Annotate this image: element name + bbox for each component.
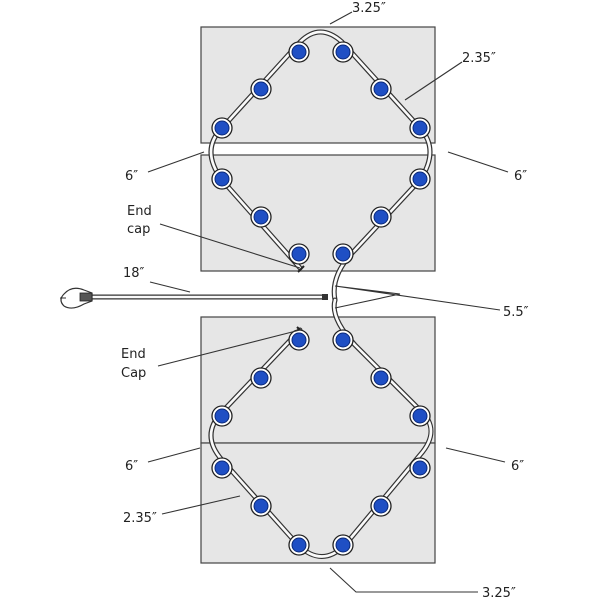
leader-bottom-end-cap — [157, 329, 301, 367]
led-light — [288, 534, 310, 556]
label-bottom-235: 2.35″ — [123, 511, 157, 526]
wire-junction — [322, 294, 328, 300]
led-light — [332, 534, 354, 556]
led-light — [288, 243, 310, 265]
led-light — [250, 367, 272, 389]
label-top-235: 2.35″ — [462, 51, 496, 66]
led-light — [250, 206, 272, 228]
led-light — [211, 168, 233, 190]
top-upper-panel — [200, 26, 436, 144]
led-light — [250, 495, 272, 517]
led-light — [370, 495, 392, 517]
dimension-leaders — [147, 11, 509, 593]
led-light — [211, 457, 233, 479]
bottom-upper-panel — [200, 316, 436, 444]
led-light — [288, 329, 310, 351]
led-light — [409, 457, 431, 479]
label-bottom-right-6: 6″ — [511, 459, 524, 474]
led-light — [409, 405, 431, 427]
label-lead-18: 18″ — [123, 266, 145, 281]
label-bottom-end-cap-line1: End — [121, 347, 146, 362]
leader-top-325 — [329, 11, 353, 25]
led-light — [332, 329, 354, 351]
leader-top-right-6 — [447, 151, 509, 173]
led-light — [211, 117, 233, 139]
leader-bottom-325 — [329, 567, 478, 593]
label-top-end-cap-line2: cap — [127, 222, 150, 237]
led-light — [288, 41, 310, 63]
leader-55 — [334, 285, 501, 311]
led-light — [211, 405, 233, 427]
label-top-left-6: 6″ — [125, 169, 138, 184]
led-light — [332, 41, 354, 63]
led-light — [370, 367, 392, 389]
label-top-right-6: 6″ — [514, 169, 527, 184]
label-spacing-55: 5.5″ — [503, 305, 529, 320]
top-lower-panel — [200, 154, 436, 272]
leader-top-left-6 — [147, 151, 205, 173]
bottom-lights — [211, 329, 431, 556]
leader-bottom-left-6 — [147, 447, 201, 463]
led-light — [332, 243, 354, 265]
top-lights — [211, 41, 431, 265]
label-bottom-325: 3.25″ — [482, 586, 516, 600]
label-bottom-left-6: 6″ — [125, 459, 138, 474]
led-light — [250, 78, 272, 100]
leader-bottom-right-6 — [445, 447, 506, 463]
label-top-end-cap-line1: End — [127, 204, 152, 219]
label-top-325: 3.25″ — [352, 1, 386, 16]
leader-18 — [149, 281, 191, 293]
led-light — [370, 78, 392, 100]
label-bottom-end-cap-line2: Cap — [121, 366, 146, 381]
bottom-lower-panel — [200, 442, 436, 564]
led-light — [409, 117, 431, 139]
led-light — [370, 206, 392, 228]
leader-top-end-cap — [159, 223, 301, 269]
plug-connector — [60, 287, 93, 309]
led-light — [409, 168, 431, 190]
top-end-cap-marker — [297, 265, 305, 273]
leader-top-235 — [404, 61, 463, 101]
leader-bottom-235 — [161, 495, 241, 515]
